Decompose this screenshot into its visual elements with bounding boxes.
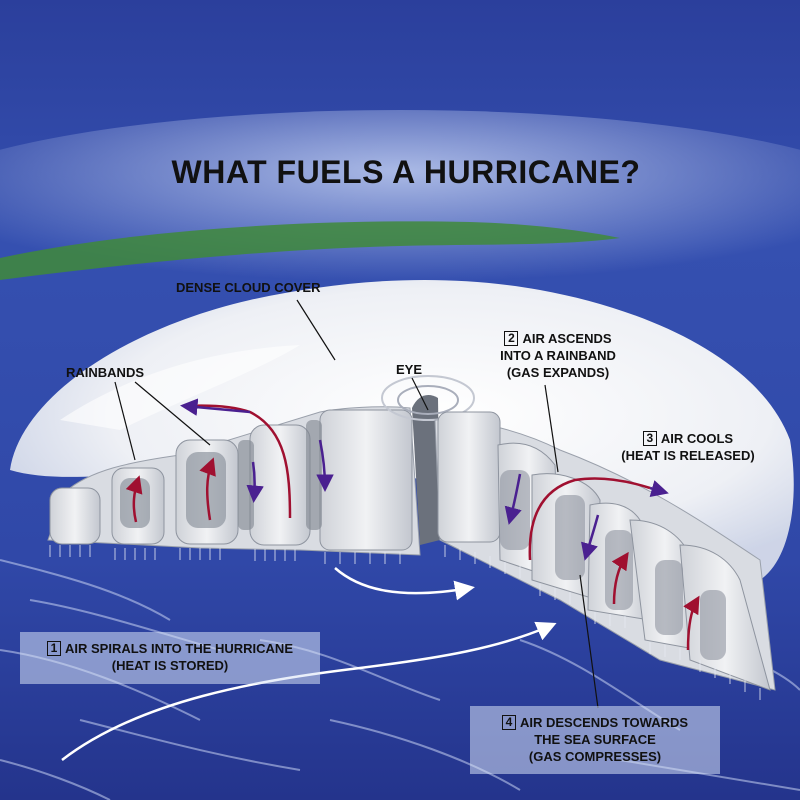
step-1-panel xyxy=(20,632,320,684)
step-3-line1: AIR COOLS xyxy=(660,431,734,446)
step-4-line1: AIR DESCENDS TOWARDS xyxy=(519,715,689,730)
eye-swirl-outer xyxy=(381,375,475,421)
leader-lines xyxy=(114,299,599,709)
step-4-line2: THE SEA SURFACE xyxy=(534,732,656,747)
rising-air-arrows xyxy=(125,404,700,651)
step-2-line1: AIR ASCENDS xyxy=(522,331,612,346)
eye-wall xyxy=(412,395,440,545)
rainbands-label: RAINBANDS xyxy=(66,365,144,380)
descending-air-arrows xyxy=(180,398,669,561)
cloud-highlight xyxy=(60,345,300,430)
step-1-number: 1 xyxy=(47,641,61,656)
step-1-line1: AIR SPIRALS INTO THE HURRICANE xyxy=(65,641,293,656)
eye-label: EYE xyxy=(396,362,423,377)
land-strip xyxy=(0,221,620,280)
step-2-line2: INTO A RAINBAND xyxy=(500,348,616,363)
inflow-arrows xyxy=(61,567,557,761)
step-2-number: 2 xyxy=(504,331,519,346)
dense-cloud-cover-label: DENSE CLOUD COVER xyxy=(176,280,321,295)
step-2-line3: (GAS EXPANDS) xyxy=(506,365,610,380)
page-title: WHAT FUELS A HURRICANE? xyxy=(171,154,641,190)
step-1-label: 1 AIR SPIRALS INTO THE HURRICANE (HEAT IS… xyxy=(20,640,320,674)
step-4-line3: (GAS COMPRESSES) xyxy=(528,749,662,764)
step-3-line2: (HEAT IS RELEASED) xyxy=(621,448,755,463)
step-3-number: 3 xyxy=(642,431,657,446)
step-1-line2: (HEAT IS STORED) xyxy=(111,658,229,673)
atmosphere-haze xyxy=(0,110,800,330)
step-4-panel xyxy=(470,706,720,774)
step-4-number: 4 xyxy=(501,715,516,730)
eye-swirl xyxy=(397,385,459,415)
rain-streaks xyxy=(49,545,761,700)
